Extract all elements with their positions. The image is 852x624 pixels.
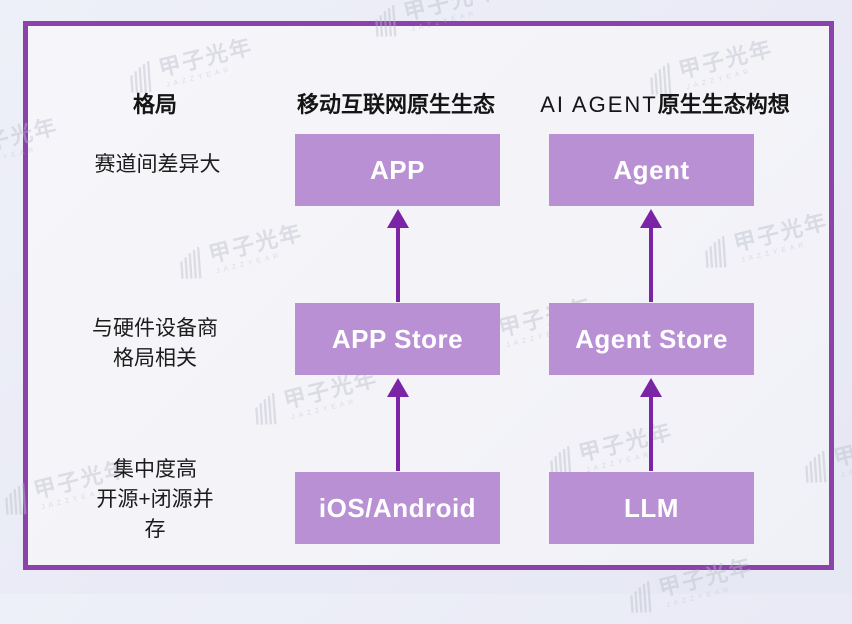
up-arrow-icon — [386, 209, 410, 302]
header-ai-agent-zh: 原生生态构想 — [657, 92, 790, 117]
box-ios-android: iOS/Android — [295, 472, 500, 544]
column-header-mobile-ecosystem: 移动互联网原生生态 — [296, 92, 495, 117]
box-agent-store: Agent Store — [549, 303, 754, 375]
up-arrow-icon — [639, 209, 663, 302]
box-app-store: APP Store — [295, 303, 500, 375]
column-header-ai-agent-ecosystem: AI AGENT原生生态构想 — [525, 90, 805, 120]
row-label-concentration: 集中度高 开源+闭源并 存 — [96, 458, 214, 541]
row-label-track-difference: 赛道间差异大 — [94, 153, 221, 176]
up-arrow-icon — [639, 378, 663, 471]
box-agent: Agent — [549, 134, 754, 206]
row-label-hardware-vendor: 与硬件设备商 格局相关 — [92, 317, 218, 370]
box-app: APP — [295, 134, 500, 206]
up-arrow-icon — [386, 378, 410, 471]
column-header-pattern: 格局 — [132, 92, 177, 117]
header-ai-agent-en: AI AGENT — [540, 92, 658, 117]
diagram-content: 格局 移动互联网原生生态 AI AGENT原生生态构想 赛道间差异大 与硬件设备… — [92, 90, 805, 544]
box-llm: LLM — [549, 472, 754, 544]
